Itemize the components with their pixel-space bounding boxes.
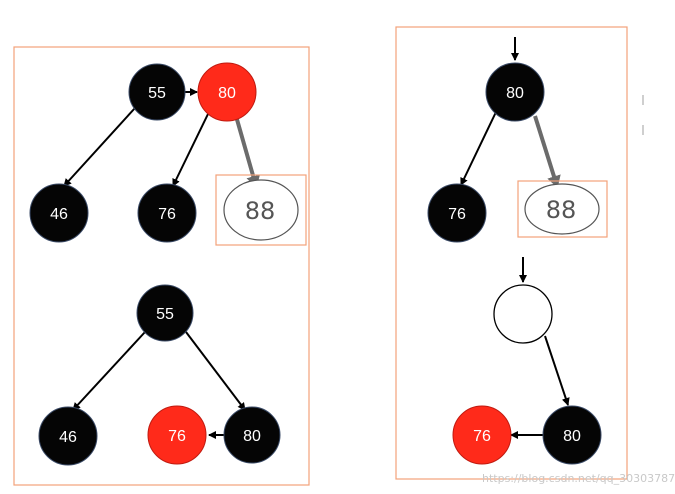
- edge-empty-80: [544, 335, 570, 406]
- node-76-right-label: 76: [448, 206, 466, 223]
- node-55-label: 55: [148, 85, 166, 102]
- node-80-bottom: 80: [223, 406, 281, 464]
- node-76: 76: [137, 183, 197, 243]
- new-node-88-right: 88: [524, 183, 600, 235]
- new-node-88-right-frame: [517, 180, 608, 238]
- edge-tick-2: [642, 125, 644, 135]
- node-76-bottom-red: 76: [147, 405, 207, 465]
- edge-80-76: [172, 113, 209, 187]
- node-80-right-bottom: 80: [542, 405, 602, 465]
- edge-55-46-bottom: [72, 331, 146, 411]
- edge-80-76-right: [460, 111, 497, 186]
- right-panel-frame: [395, 26, 628, 480]
- new-node-88-right-label: 88: [546, 196, 577, 224]
- node-80-right-bottom-label: 80: [563, 428, 581, 445]
- node-76-label: 76: [158, 206, 176, 223]
- new-node-88: 88: [223, 179, 299, 241]
- node-76-right: 76: [427, 183, 487, 243]
- node-80-right-label: 80: [506, 85, 524, 102]
- edge-55-46: [63, 107, 136, 187]
- node-76-right-bottom-red: 76: [452, 405, 512, 465]
- node-46-bottom: 46: [38, 406, 98, 466]
- node-80-label: 80: [218, 85, 236, 102]
- insert-arrow-80-88-right: [533, 115, 561, 188]
- node-80-red: 80: [197, 62, 257, 122]
- edge-tick-1: [642, 95, 644, 105]
- node-76-bottom-label: 76: [168, 428, 186, 445]
- new-node-88-frame: [215, 174, 307, 246]
- node-46: 46: [29, 183, 89, 243]
- watermark: https://blog.csdn.net/qq_30303787: [482, 472, 675, 485]
- node-55: 55: [128, 63, 186, 121]
- node-80-right: 80: [485, 62, 545, 122]
- edge-55-80-bottom: [185, 331, 246, 411]
- empty-node: [493, 284, 553, 344]
- insert-arrow-80-88: [234, 115, 260, 188]
- left-panel-frame: [13, 46, 310, 486]
- node-46-bottom-label: 46: [59, 429, 77, 446]
- node-76-right-bottom-label: 76: [473, 428, 491, 445]
- node-80-bottom-label: 80: [243, 428, 261, 445]
- new-node-88-label: 88: [245, 197, 276, 225]
- red-black-tree-diagram: 55 80 46 76 88 55 46 76 80 80: [13, 26, 628, 486]
- node-55-bottom: 55: [136, 284, 194, 342]
- node-46-label: 46: [50, 206, 68, 223]
- node-55-bottom-label: 55: [156, 306, 174, 323]
